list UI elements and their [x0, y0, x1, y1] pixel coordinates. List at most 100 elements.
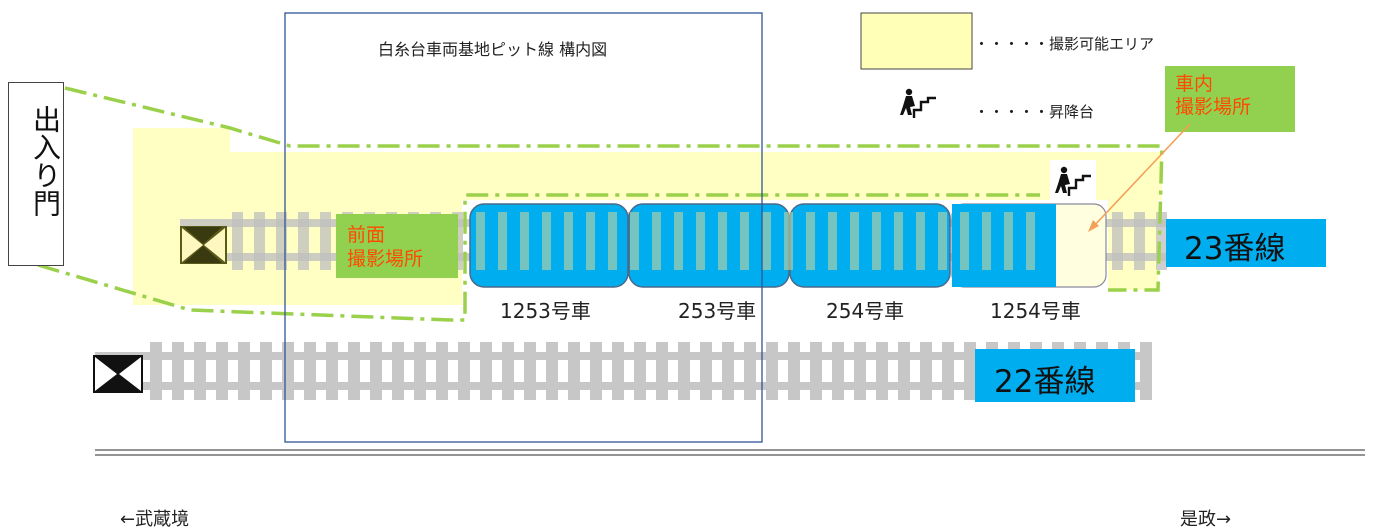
car-label-254: 254号車	[826, 299, 905, 323]
rail-tie	[216, 342, 228, 400]
rail-tie	[656, 342, 668, 400]
gate-label: 出入り門	[29, 105, 62, 217]
rail-tie	[652, 212, 661, 270]
map-frame	[284, 12, 763, 443]
rail-tie	[586, 212, 595, 270]
rail-tie	[502, 342, 514, 400]
track-22-label: 22番線	[994, 364, 1096, 400]
stairs-icon	[900, 88, 936, 118]
rail-tie	[480, 342, 492, 400]
rail-tie	[876, 342, 888, 400]
rail-tie	[282, 342, 294, 400]
rail-tie	[788, 342, 800, 400]
rail-tie	[964, 342, 976, 400]
rail-tie	[304, 342, 316, 400]
rail-tie	[634, 342, 646, 400]
rail-tie	[172, 342, 184, 400]
front-spot-label-1: 前面	[347, 224, 386, 246]
rail-tie	[762, 212, 771, 270]
rail-tie	[392, 342, 404, 400]
rail-tie	[254, 212, 265, 270]
rail-tie	[810, 342, 822, 400]
rail-tie	[1004, 212, 1013, 270]
front-spot-badge	[336, 214, 458, 278]
rail-tie	[232, 212, 243, 270]
rail-tie	[150, 342, 162, 400]
rail-tie	[1134, 212, 1145, 270]
inside-spot-label-2: 撮影場所	[1175, 96, 1252, 118]
rail-tie	[722, 342, 734, 400]
inside-spot-label-1: 車内	[1175, 73, 1214, 95]
buffer-stop-icon	[180, 226, 227, 264]
rail-tie	[872, 212, 881, 270]
rail-tie	[260, 342, 272, 400]
rail-tie	[298, 212, 309, 270]
rail-tie	[828, 212, 837, 270]
rail-tie	[476, 212, 485, 270]
rail-tie	[1112, 212, 1123, 270]
rail-tie	[498, 212, 507, 270]
rail-tie	[238, 342, 250, 400]
inside-spot-badge	[1165, 66, 1295, 132]
rail-tie	[916, 212, 925, 270]
rail-tie	[612, 342, 624, 400]
rail-tie	[436, 342, 448, 400]
rail-tie	[630, 212, 639, 270]
stairs-badge	[1050, 160, 1096, 202]
legend-stairs-text: ・・・・・昇降台	[974, 103, 1095, 121]
rail-tie	[938, 212, 947, 270]
rail-tie	[854, 342, 866, 400]
rail-tie	[894, 212, 903, 270]
rail-tie	[458, 342, 470, 400]
rail-tie	[898, 342, 910, 400]
rail-tie	[524, 342, 536, 400]
car-label-1254: 1254号車	[990, 299, 1081, 323]
photo-area-boundary	[37, 86, 1164, 322]
rail-tie	[806, 212, 815, 270]
rail-tie	[850, 212, 859, 270]
rail-tie	[1140, 342, 1152, 400]
direction-left: ←武蔵境	[120, 509, 190, 530]
rail-tie	[718, 212, 727, 270]
map-title: 白糸台車両基地ピット線 構内図	[378, 40, 608, 59]
direction-right: 是政→	[1180, 509, 1232, 530]
rail-tie	[348, 342, 360, 400]
photo-area-left	[133, 128, 230, 305]
car-label-1253: 1253号車	[500, 299, 591, 323]
rail-tie	[320, 212, 331, 270]
stairs-icon	[1055, 166, 1091, 196]
rail-tie	[520, 212, 529, 270]
rail-tie	[960, 212, 969, 270]
rail-tie	[766, 342, 778, 400]
rail-tie	[700, 342, 712, 400]
rail-tie	[744, 342, 756, 400]
rail-tie	[784, 212, 793, 270]
track-23-badge	[1166, 219, 1326, 267]
buffer-stop-icon	[93, 355, 143, 393]
rail-tie	[832, 342, 844, 400]
rail-tie	[568, 342, 580, 400]
rail-tie	[370, 342, 382, 400]
arrow-inside-spot	[1088, 123, 1191, 232]
rail-tie	[276, 212, 287, 270]
rail-tie	[542, 212, 551, 270]
rail-tie	[942, 342, 954, 400]
gate-box	[8, 82, 64, 266]
rail-tie	[740, 212, 749, 270]
photo-area-main	[230, 152, 1162, 200]
rail-tie	[546, 342, 558, 400]
rail-tie	[920, 342, 932, 400]
rail-tie	[608, 212, 617, 270]
rail-tie	[674, 212, 683, 270]
front-spot-label-2: 撮影場所	[347, 248, 424, 270]
rail-tie	[414, 342, 426, 400]
rail-tie	[1156, 212, 1167, 270]
rail-tie	[678, 342, 690, 400]
legend-area-text: ・・・・・撮影可能エリア	[974, 35, 1155, 53]
track-23-label: 23番線	[1184, 231, 1286, 267]
rail-tie	[590, 342, 602, 400]
track-22-badge	[975, 349, 1135, 402]
rail-tie	[982, 212, 991, 270]
rail-tie	[326, 342, 338, 400]
